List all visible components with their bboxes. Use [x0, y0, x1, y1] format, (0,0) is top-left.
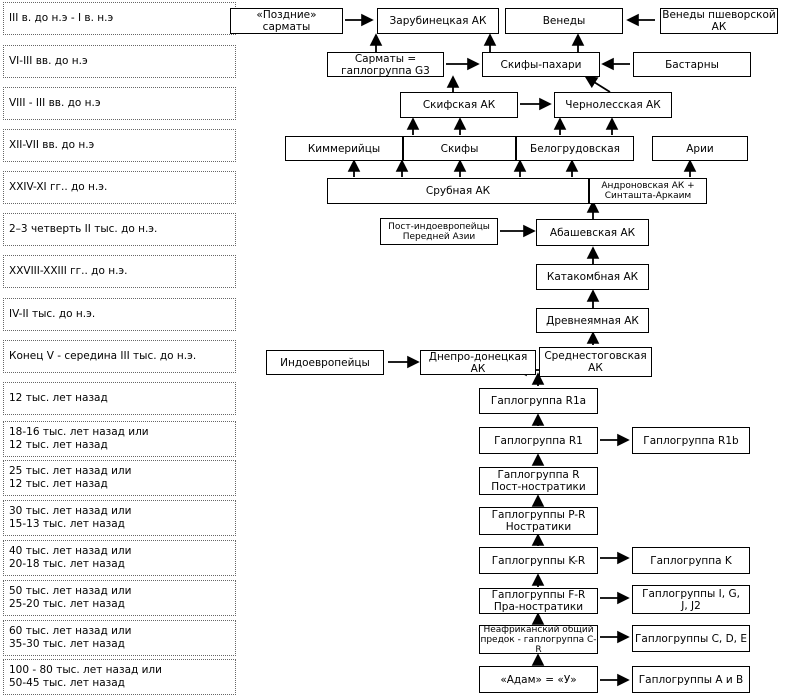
node-aryans: Арии — [652, 136, 748, 161]
node-hg-pr: Гаплогруппы P-R Ностратики — [479, 507, 598, 535]
node-hg-r1b: Гаплогруппа R1b — [632, 427, 750, 454]
period-label: XXIV-XI гг.. до н.э. — [3, 171, 236, 204]
period-label: III в. до н.э - I в. н.э — [3, 2, 236, 35]
node-hg-k: Гаплогруппа K — [632, 547, 750, 574]
node-abashevo: Абашевская АК — [536, 219, 649, 246]
node-non-african: Неафриканский общий предок - гаплогруппа… — [479, 625, 598, 654]
period-label: Конец V - середина III тыс. до н.э. — [3, 340, 236, 373]
node-chernoles: Чернолесская АК — [554, 92, 672, 118]
node-veneti-przeworsk: Венеды пшеворской АК — [660, 8, 778, 34]
node-scythian-ploughmen: Скифы-пахари — [482, 52, 600, 77]
node-zarubintsy: Зарубинецкая АК — [377, 8, 499, 34]
node-cimmerians: Киммерийцы — [285, 136, 403, 161]
node-hg-r1: Гаплогруппа R1 — [479, 427, 598, 454]
node-hg-cde: Гаплогруппы C, D, E — [632, 625, 750, 652]
period-label: XXVIII-XXIII гг.. до н.э. — [3, 255, 236, 288]
node-scythians: Скифы — [403, 136, 516, 161]
node-veneti: Венеды — [505, 8, 623, 34]
period-label: VI-III вв. до н.э — [3, 45, 236, 78]
node-srubnaya: Срубная АК — [327, 178, 589, 204]
node-catacomb: Катакомбная АК — [536, 264, 649, 290]
node-ancient-pit: Древнеямная АК — [536, 308, 649, 333]
period-label: 100 - 80 тыс. лет назад или 50-45 тыс. л… — [3, 659, 236, 695]
node-andronovo: Андроновская АК + Синташта-Аркаим — [589, 178, 707, 204]
node-sredny-stog: Среднестоговская АК — [539, 347, 652, 377]
period-label: 2–3 четверть II тыс. до н.э. — [3, 213, 236, 246]
node-hg-ij: Гаплогруппы I, G, J, J2 — [632, 585, 750, 614]
node-post-ie-asia: Пост-индоевропейцы Передней Азии — [380, 218, 498, 245]
period-label: 12 тыс. лет назад — [3, 382, 236, 415]
node-belogrudovka: Белогрудовская — [516, 136, 634, 161]
period-label: 40 тыс. лет назад или 20-18 тыс. лет наз… — [3, 540, 236, 576]
node-sarmatians-g3: Сарматы = гаплогруппа G3 — [327, 52, 444, 77]
period-label: 60 тыс. лет назад или 35-30 тыс. лет наз… — [3, 620, 236, 656]
period-label: 30 тыс. лет назад или 15-13 тыс. лет наз… — [3, 500, 236, 536]
node-late-sarmatians: «Поздние» сарматы — [230, 8, 343, 34]
node-bastarnae: Бастарны — [633, 52, 751, 77]
node-hg-fr: Гаплогруппы F-R Пра-ностратики — [479, 588, 598, 614]
period-label: 50 тыс. лет назад или 25-20 тыс. лет наз… — [3, 580, 236, 616]
period-label: IV-II тыс. до н.э. — [3, 298, 236, 331]
period-label: 25 тыс. лет назад или 12 тыс. лет назад — [3, 460, 236, 496]
node-hg-ab: Гаплогруппы A и B — [632, 666, 750, 693]
node-adam: «Адам» = «У» — [479, 666, 598, 693]
period-label: VIII - III вв. до н.э — [3, 87, 236, 120]
node-hg-kr: Гаплогруппы K-R — [479, 547, 598, 574]
node-scythian-ak: Скифская АК — [400, 92, 518, 118]
node-dnieper-donets: Днепро-донецкая АК — [420, 350, 536, 375]
node-indo-europeans: Индоевропейцы — [266, 350, 384, 375]
node-hg-r: Гаплогруппа R Пост-ностратики — [479, 467, 598, 495]
period-label: 18-16 тыс. лет назад или 12 тыс. лет наз… — [3, 421, 236, 457]
node-hg-r1a: Гаплогруппа R1a — [479, 388, 598, 414]
period-label: XII-VII вв. до н.э — [3, 129, 236, 162]
